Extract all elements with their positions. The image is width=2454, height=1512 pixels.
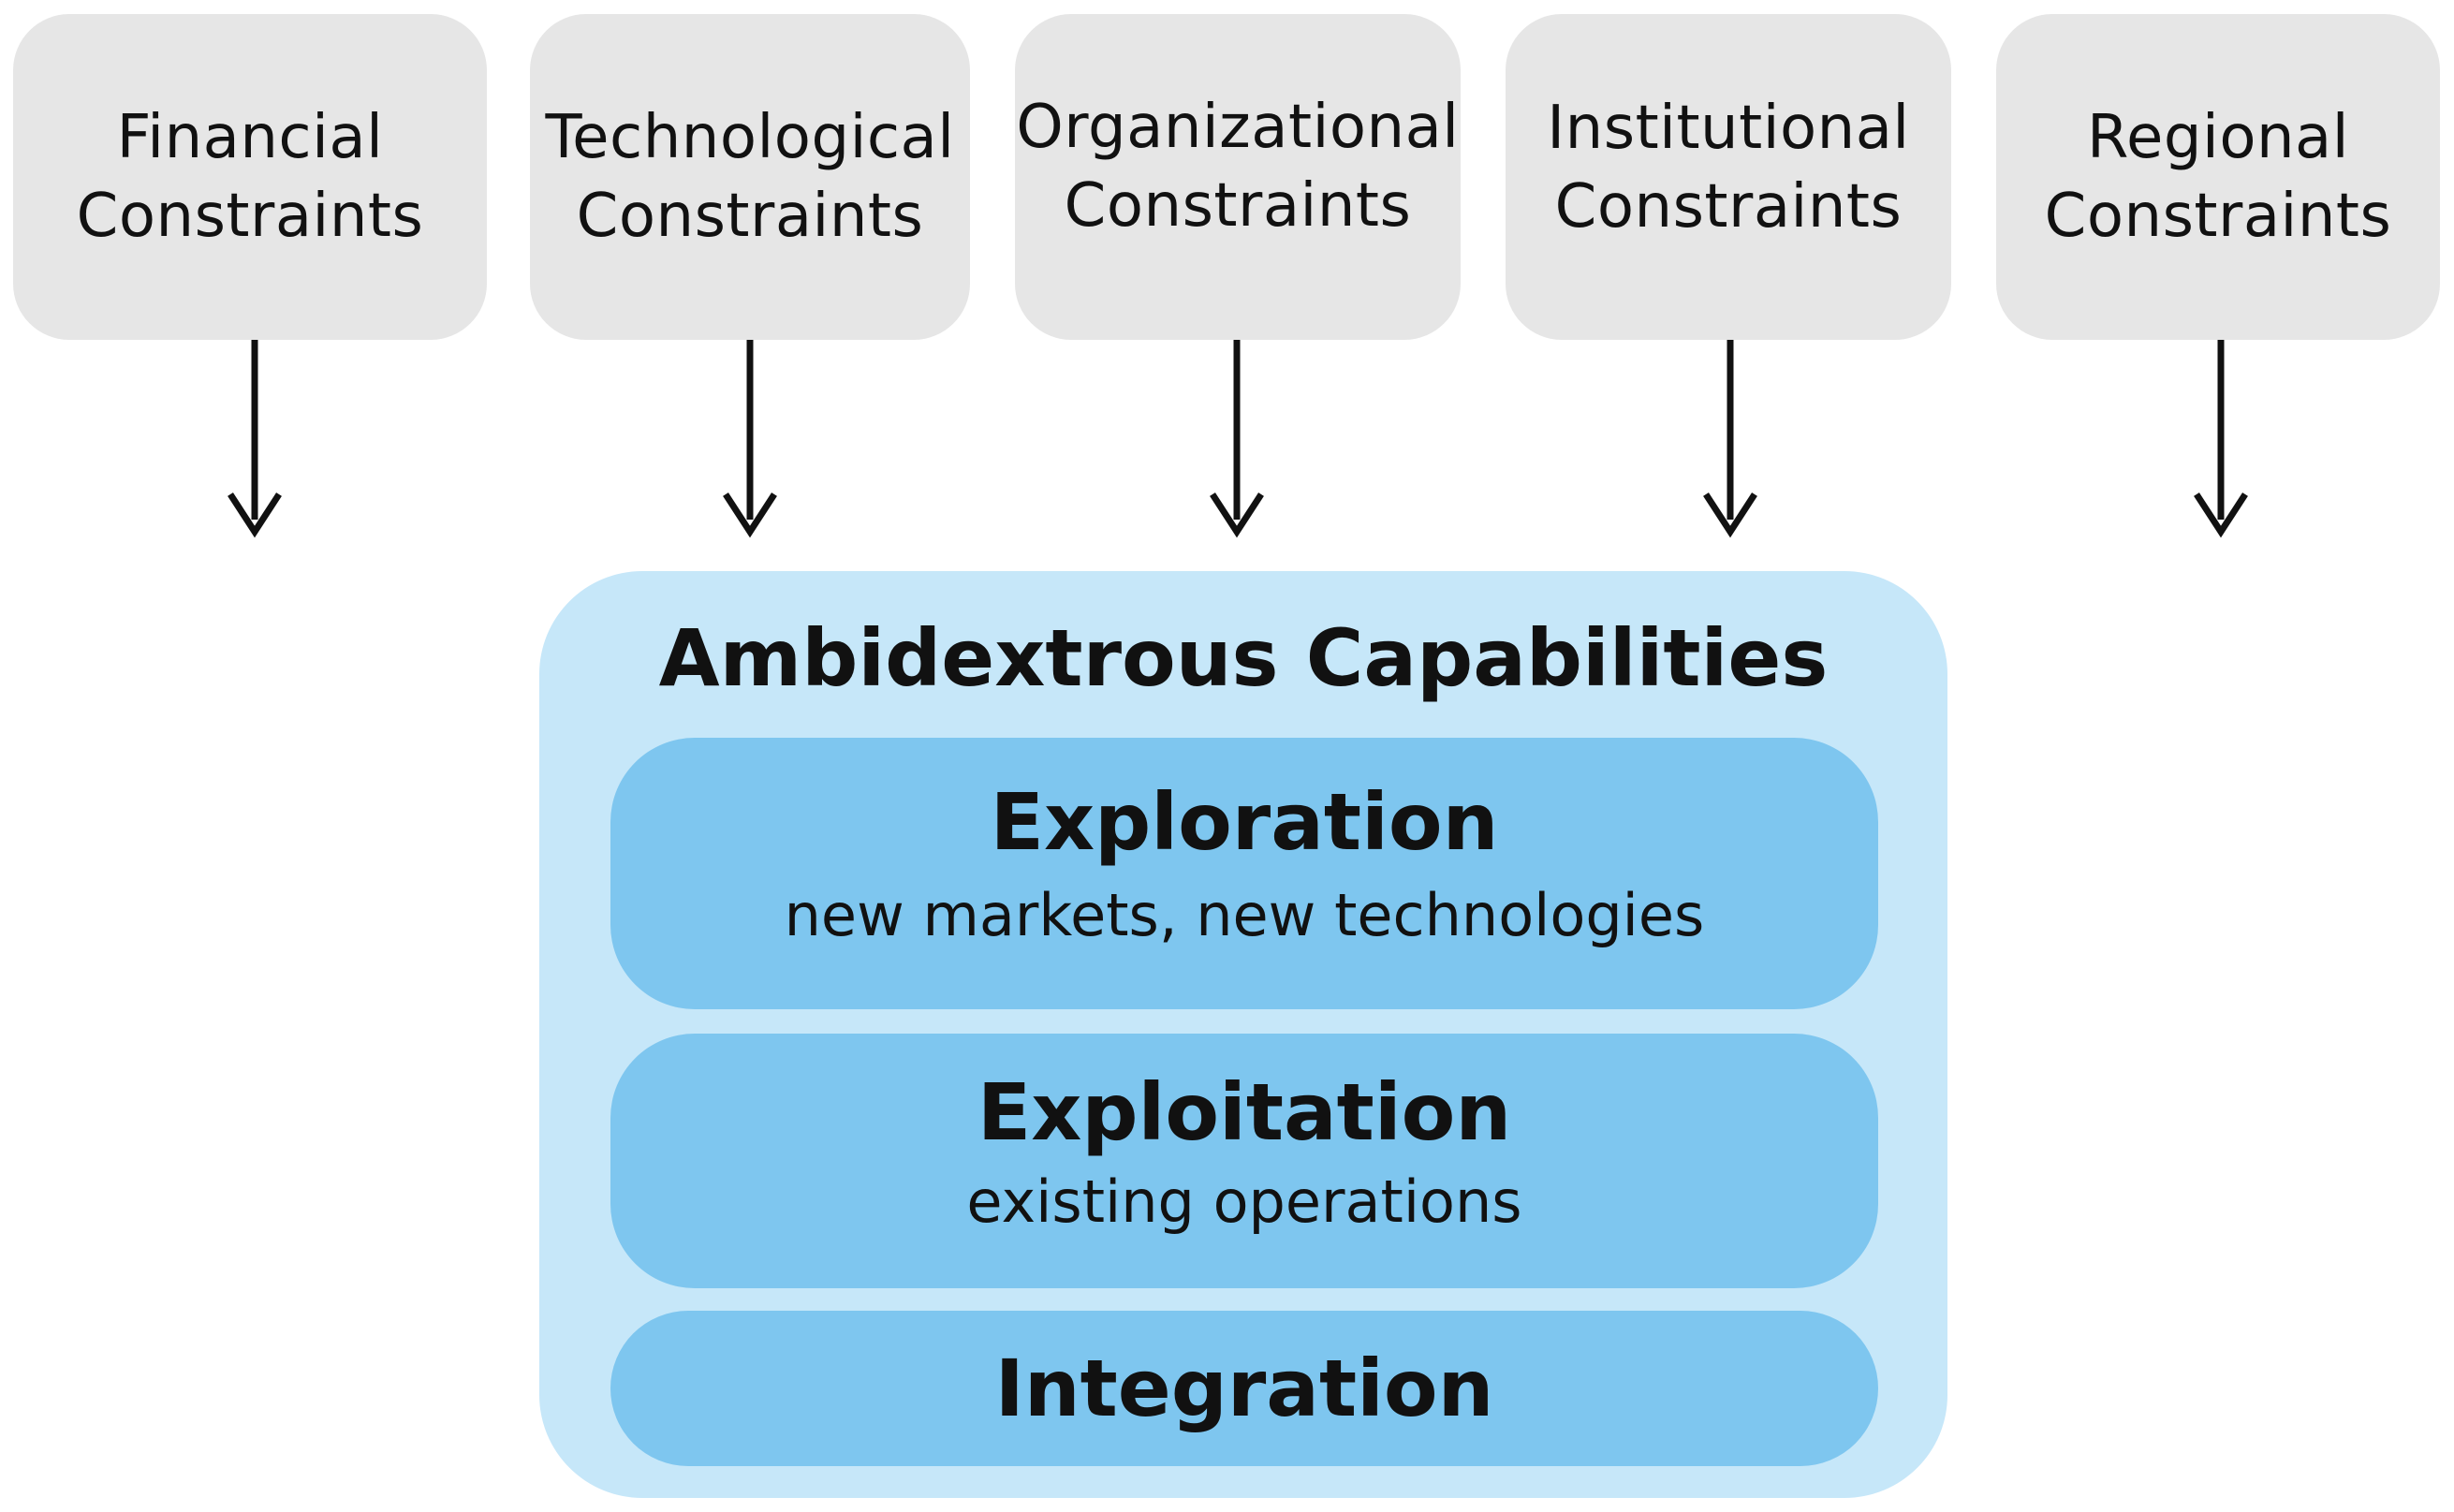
institutional-constraints-label: Institutional Constraints <box>1547 94 1910 242</box>
organizational-constraints-box: Organizational Constraints <box>1015 14 1461 340</box>
regional-constraints-box: Regional Constraints <box>1996 14 2440 340</box>
financial-constraints-label: Financial Constraints <box>76 103 424 251</box>
regional-constraints-label: Regional Constraints <box>2044 103 2392 251</box>
exploitation-box: Exploitation existing operations <box>610 1034 1878 1288</box>
technological-constraints-box: Technological Constraints <box>530 14 970 340</box>
integration-box: Integration <box>610 1311 1878 1466</box>
arrow-regional <box>2194 340 2248 538</box>
organizational-constraints-label: Organizational Constraints <box>1016 93 1460 241</box>
exploitation-subtitle: existing operations <box>966 1167 1522 1236</box>
exploration-subtitle: new markets, new technologies <box>784 881 1705 949</box>
panel-title: Ambidextrous Capabilities <box>658 612 1829 704</box>
arrow-financial <box>228 340 282 538</box>
technological-constraints-label: Technological Constraints <box>545 103 955 251</box>
exploitation-title: Exploitation <box>977 1066 1512 1158</box>
institutional-constraints-box: Institutional Constraints <box>1506 14 1951 340</box>
integration-title: Integration <box>994 1343 1494 1434</box>
ambidextrous-capabilities-panel: Ambidextrous Capabilities Exploration ne… <box>539 571 1947 1498</box>
arrow-organizational <box>1210 340 1264 538</box>
arrow-technological <box>723 340 777 538</box>
arrow-institutional <box>1703 340 1757 538</box>
exploration-box: Exploration new markets, new technologie… <box>610 738 1878 1009</box>
exploration-title: Exploration <box>990 776 1499 868</box>
financial-constraints-box: Financial Constraints <box>13 14 487 340</box>
